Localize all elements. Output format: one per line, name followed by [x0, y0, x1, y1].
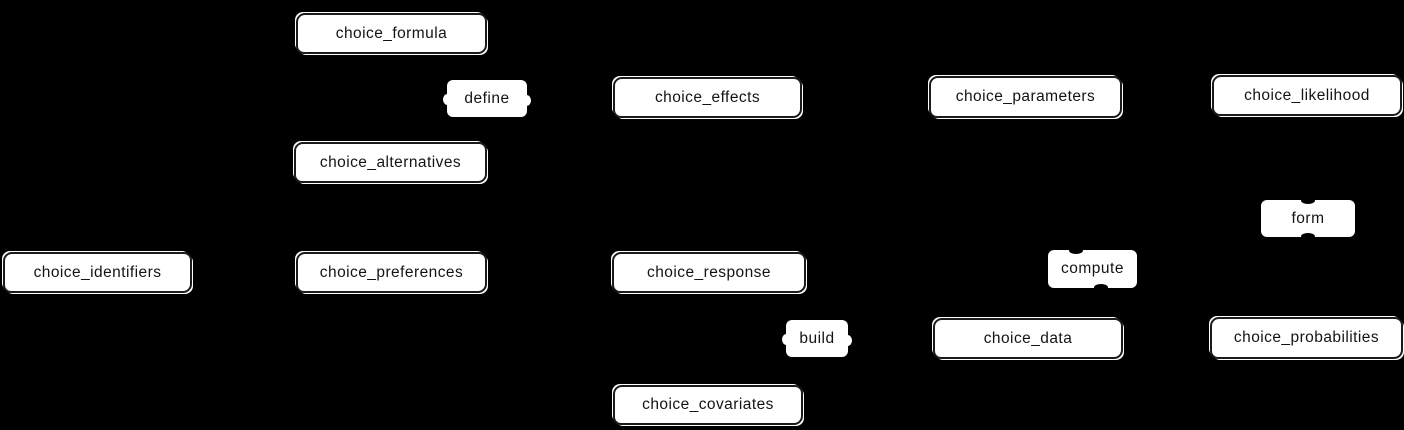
node-choice-alternatives: choice_alternatives — [294, 142, 487, 183]
node-choice-parameters: choice_parameters — [929, 76, 1122, 118]
node-choice-formula: choice_formula — [296, 13, 487, 54]
edge-label-build: build — [782, 320, 852, 357]
edge-label-form: form — [1261, 197, 1355, 240]
node-choice-identifiers: choice_identifiers — [3, 252, 192, 293]
node-choice-likelihood: choice_likelihood — [1212, 75, 1402, 116]
node-choice-covariates: choice_covariates — [613, 385, 803, 425]
node-choice-data: choice_data — [933, 318, 1123, 359]
edge-label-compute: compute — [1048, 247, 1137, 291]
node-choice-preferences: choice_preferences — [296, 252, 487, 293]
node-choice-probabilities: choice_probabilities — [1210, 317, 1403, 359]
node-choice-effects: choice_effects — [613, 77, 802, 118]
node-choice-response: choice_response — [612, 252, 806, 293]
edge-label-define: define — [443, 80, 531, 117]
